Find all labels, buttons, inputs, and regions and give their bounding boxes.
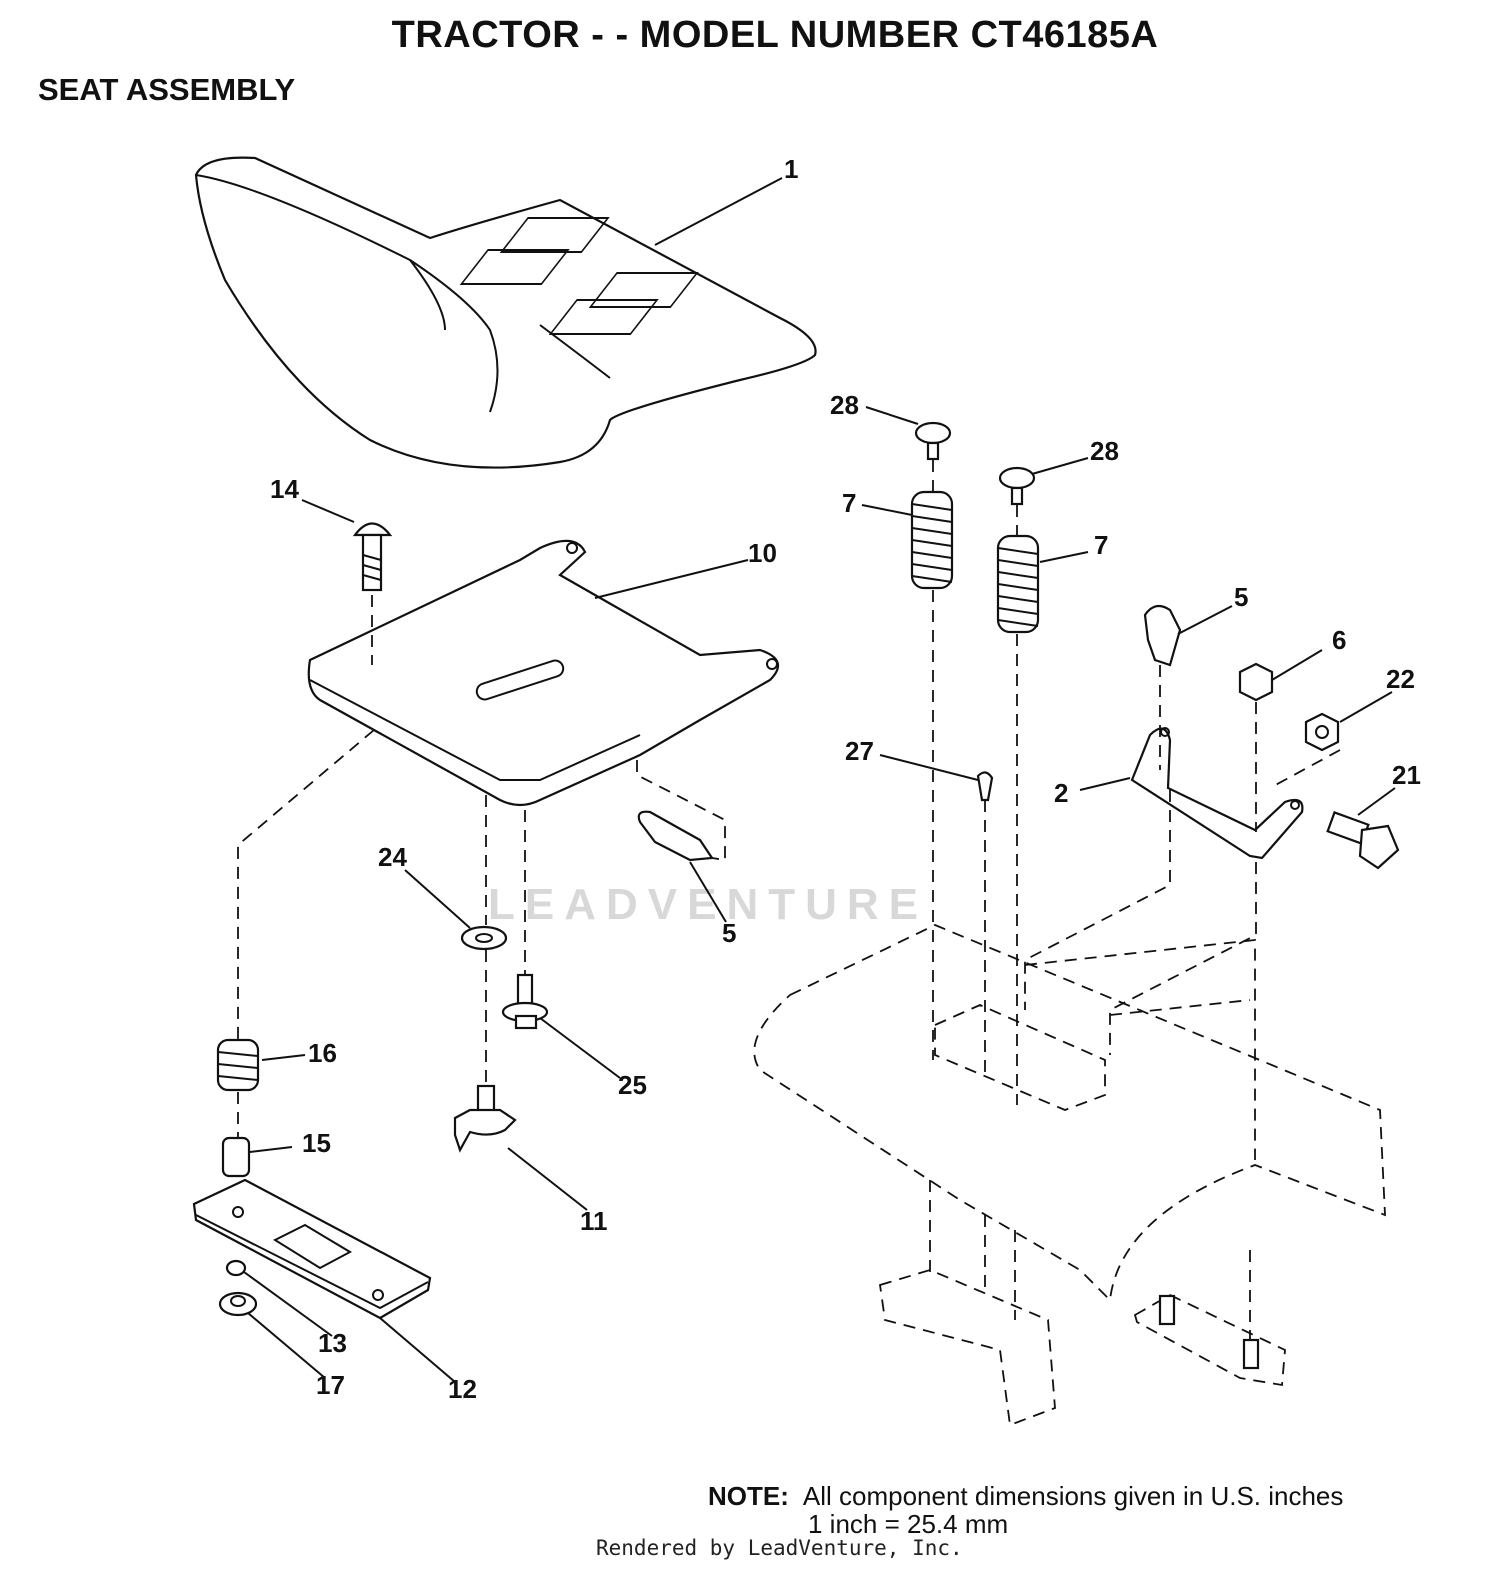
callout-labels: 1 2 5 5 6 7 7 10 11 12 13 14 15 16 17 21… <box>270 154 1421 1404</box>
callout-7-right: 7 <box>1094 530 1108 560</box>
leader-lines <box>243 177 1396 1383</box>
fender-outline <box>753 924 1386 1427</box>
callout-5-lower: 5 <box>722 918 736 948</box>
bolt-part-21 <box>1326 811 1400 870</box>
clip-part-lower <box>637 810 714 862</box>
callout-1: 1 <box>784 154 798 184</box>
shoulder-bolt-part <box>501 973 549 1030</box>
callout-17: 17 <box>316 1370 345 1400</box>
note-heading: NOTE: <box>708 1481 789 1511</box>
callout-7-left: 7 <box>842 488 856 518</box>
callout-24: 24 <box>378 842 407 872</box>
carriage-bolt-part <box>352 522 393 592</box>
nut-part-13 <box>225 1259 247 1277</box>
seat-pan-part <box>307 539 780 807</box>
callout-27: 27 <box>845 736 874 766</box>
dimension-note: NOTE: All component dimensions given in U… <box>708 1482 1343 1538</box>
spring-part-16 <box>216 1038 260 1092</box>
callout-5-upper: 5 <box>1234 582 1248 612</box>
clip-part-upper <box>1143 604 1182 667</box>
callout-16: 16 <box>308 1038 337 1068</box>
callout-28-right: 28 <box>1090 436 1119 466</box>
alignment-lines <box>237 460 1341 1340</box>
bracket-part <box>1130 727 1304 860</box>
callout-15: 15 <box>302 1128 331 1158</box>
washer-part <box>460 925 508 951</box>
callout-28-left: 28 <box>830 390 859 420</box>
callout-10: 10 <box>748 538 777 568</box>
knob-part <box>453 1084 517 1153</box>
section-title: SEAT ASSEMBLY <box>38 72 296 107</box>
nut-part-6 <box>1238 662 1274 702</box>
note-line-2: 1 inch = 25.4 mm <box>808 1509 1009 1539</box>
callout-13: 13 <box>318 1328 347 1358</box>
spring-part-right <box>996 534 1040 634</box>
note-line-1: All component dimensions given in U.S. i… <box>802 1481 1344 1511</box>
callout-12: 12 <box>448 1374 477 1404</box>
slide-rail-part <box>192 1178 432 1320</box>
callout-11: 11 <box>580 1206 608 1236</box>
callout-25: 25 <box>618 1070 647 1100</box>
flange-nut-part <box>218 1291 258 1317</box>
callout-21: 21 <box>1392 760 1421 790</box>
callout-22: 22 <box>1386 664 1415 694</box>
callout-14: 14 <box>270 474 299 504</box>
page-title: TRACTOR - - MODEL NUMBER CT46185A <box>391 14 1159 56</box>
render-credit: Rendered by LeadVenture, Inc. <box>596 1536 963 1560</box>
screw-part-28-left <box>914 421 952 461</box>
watermark-text: LEADVENTURE <box>488 880 929 929</box>
spring-part-left <box>910 490 954 590</box>
spacer-part <box>221 1136 251 1178</box>
callout-6: 6 <box>1332 625 1346 655</box>
pin-part <box>976 771 994 802</box>
nut-part-22 <box>1304 712 1340 752</box>
seat-part <box>194 156 817 469</box>
callout-2: 2 <box>1054 778 1068 808</box>
screw-part-28-right <box>998 466 1036 506</box>
